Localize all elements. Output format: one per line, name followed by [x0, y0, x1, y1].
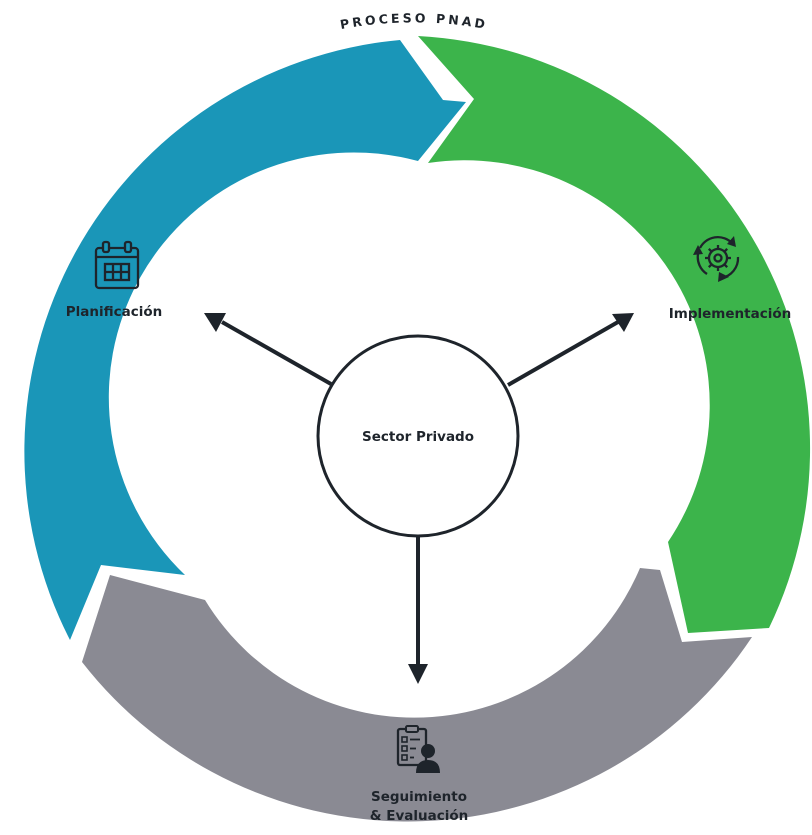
- arrow-to-planificacion: [204, 313, 332, 386]
- center-label: Sector Privado: [362, 429, 474, 445]
- segment-planificacion: [24, 40, 467, 640]
- segment-seguimiento: [82, 568, 752, 822]
- arrow-to-implementacion: [507, 313, 634, 387]
- arrow-to-seguimiento: [408, 536, 428, 684]
- stage-label-seguimiento-line2: & Evaluación: [370, 808, 468, 824]
- gear-cycle-icon: [693, 235, 740, 282]
- stage-label-implementacion: Implementación: [669, 306, 791, 322]
- segment-implementacion: [418, 36, 811, 633]
- checklist-person-icon: [396, 725, 440, 773]
- stage-label-planificacion: Planificación: [66, 304, 163, 320]
- diagram-title: PROCESO PNAD: [339, 10, 489, 32]
- stage-label-seguimiento-line1: Seguimiento: [371, 789, 467, 805]
- calendar-icon: [94, 240, 140, 290]
